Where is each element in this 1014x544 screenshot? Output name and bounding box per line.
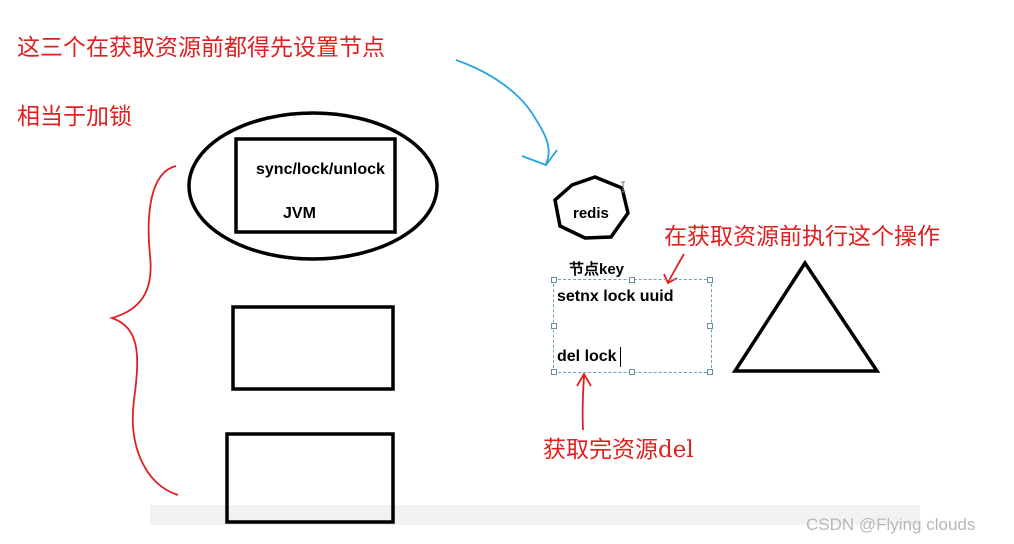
node-key-label: 节点key	[569, 261, 625, 278]
selection-handle[interactable]	[551, 369, 557, 375]
instance-box-3	[225, 432, 395, 524]
triangle-shape	[731, 259, 881, 373]
redis-label: redis	[573, 205, 609, 222]
instance-box-2	[231, 305, 395, 391]
csdn-watermark: CSDN @Flying clouds	[806, 515, 976, 534]
blue-arrow	[455, 59, 550, 165]
red-up-arrow	[576, 372, 592, 431]
setnx-command[interactable]: setnx lock uuid	[557, 288, 674, 305]
after-note: 获取完资源del	[543, 437, 694, 463]
top-note: 这三个在获取资源前都得先设置节点	[17, 35, 385, 61]
selection-handle[interactable]	[551, 277, 557, 283]
jvm-label: JVM	[283, 205, 316, 222]
text-caret	[620, 347, 621, 367]
selection-handle[interactable]	[629, 277, 635, 283]
jvm-ellipse	[187, 111, 439, 261]
before-note: 在获取资源前执行这个操作	[664, 224, 940, 250]
del-command[interactable]: del lock	[557, 348, 617, 365]
selection-handle[interactable]	[707, 369, 713, 375]
selection-handle[interactable]	[629, 369, 635, 375]
blue-arrow-head	[521, 149, 558, 167]
jvm-inner-box	[234, 137, 397, 234]
sync-lock-unlock-label: sync/lock/unlock	[256, 161, 385, 178]
red-curly-brace	[109, 165, 179, 496]
selection-handle[interactable]	[707, 277, 713, 283]
bottom-strip	[150, 505, 920, 525]
selection-handle[interactable]	[551, 323, 557, 329]
selection-handle[interactable]	[707, 323, 713, 329]
redis-hexagon	[553, 175, 630, 240]
lock-note: 相当于加锁	[17, 104, 132, 130]
text-cursor-mark	[621, 181, 625, 193]
